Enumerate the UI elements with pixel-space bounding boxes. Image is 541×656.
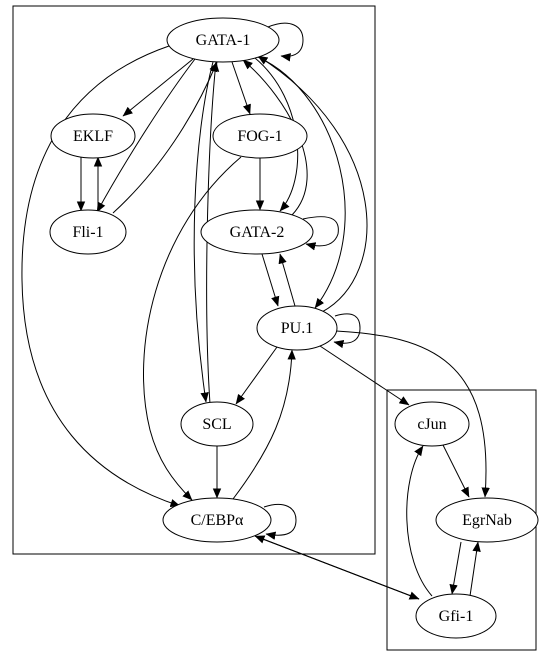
edge-gata-1-to-fog-1 <box>231 61 251 115</box>
edge-fog-1-to-cebpa <box>143 156 242 501</box>
node-ellipse <box>50 113 136 159</box>
edge-pu-1-to-gata-2 <box>278 253 296 307</box>
edge-gfi-1-to-cebpa <box>254 535 420 600</box>
node-fog-1: FOG-1 <box>212 113 308 159</box>
node-scl: SCL <box>180 401 254 447</box>
node-pu-1: PU.1 <box>256 305 338 351</box>
edge-egrnab-to-gfi-1 <box>449 541 462 595</box>
node-ellipse <box>166 17 280 63</box>
node-fli-1: Fli-1 <box>49 209 127 255</box>
node-label: C/EBPα <box>191 512 244 529</box>
node-label: GATA-2 <box>230 224 285 241</box>
edge-gata-1-to-scl <box>193 61 214 403</box>
node-ellipse <box>180 401 254 447</box>
node-label: SCL <box>202 416 231 433</box>
edge-pu-1-to-egrnab <box>335 330 490 498</box>
node-label: GATA-1 <box>196 32 251 49</box>
edge-gfi-1-to-cjun <box>406 445 433 597</box>
edge-cebpa-to-cebpa <box>263 503 297 540</box>
edge-pu-1-to-gata-1 <box>257 55 368 313</box>
cluster-main <box>12 5 376 555</box>
edge-gata-1-to-gata-1 <box>267 22 304 62</box>
node-gfi-1: Gfi-1 <box>415 593 497 639</box>
edge-cjun-to-egrnab <box>442 444 470 498</box>
edge-pu-1-to-scl <box>235 346 278 405</box>
node-ellipse <box>435 497 539 543</box>
node-label: Fli-1 <box>72 224 103 241</box>
node-eklf: EKLF <box>50 113 136 159</box>
node-ellipse <box>256 305 338 351</box>
node-label: EgrNab <box>462 512 512 529</box>
node-gata-2: GATA-2 <box>200 209 314 255</box>
edge-gata-2-to-pu-1 <box>261 253 280 307</box>
node-label: FOG-1 <box>237 128 282 145</box>
node-cjun: cJun <box>394 401 470 447</box>
node-gata-1: GATA-1 <box>166 17 280 63</box>
node-cebpa: C/EBPα <box>162 497 272 543</box>
node-label: EKLF <box>73 128 113 145</box>
edges-layer <box>21 22 490 600</box>
edge-gata-1-to-fli-1 <box>96 58 196 213</box>
edge-gfi-1-to-egrnab <box>469 541 481 597</box>
node-ellipse <box>200 209 314 255</box>
edge-gata-2-to-gata-2 <box>302 216 339 251</box>
edge-cebpa-to-pu-1 <box>232 349 296 500</box>
edge-gata-1-to-cebpa <box>21 45 181 508</box>
node-ellipse <box>49 209 127 255</box>
node-ellipse <box>394 401 470 447</box>
edge-pu-1-to-pu-1 <box>333 313 361 349</box>
node-ellipse <box>212 113 308 159</box>
node-label: Gfi-1 <box>439 608 474 625</box>
edge-gata-1-to-pu-1 <box>257 56 346 309</box>
node-ellipse <box>162 497 272 543</box>
node-label: PU.1 <box>281 320 313 337</box>
edge-fli-1-to-gata-1 <box>112 61 218 214</box>
edge-gata-1-to-eklf <box>122 58 194 117</box>
node-ellipse <box>415 593 497 639</box>
node-label: cJun <box>417 416 446 433</box>
node-egrnab: EgrNab <box>435 497 539 543</box>
edge-pu-1-to-cjun <box>319 345 410 406</box>
